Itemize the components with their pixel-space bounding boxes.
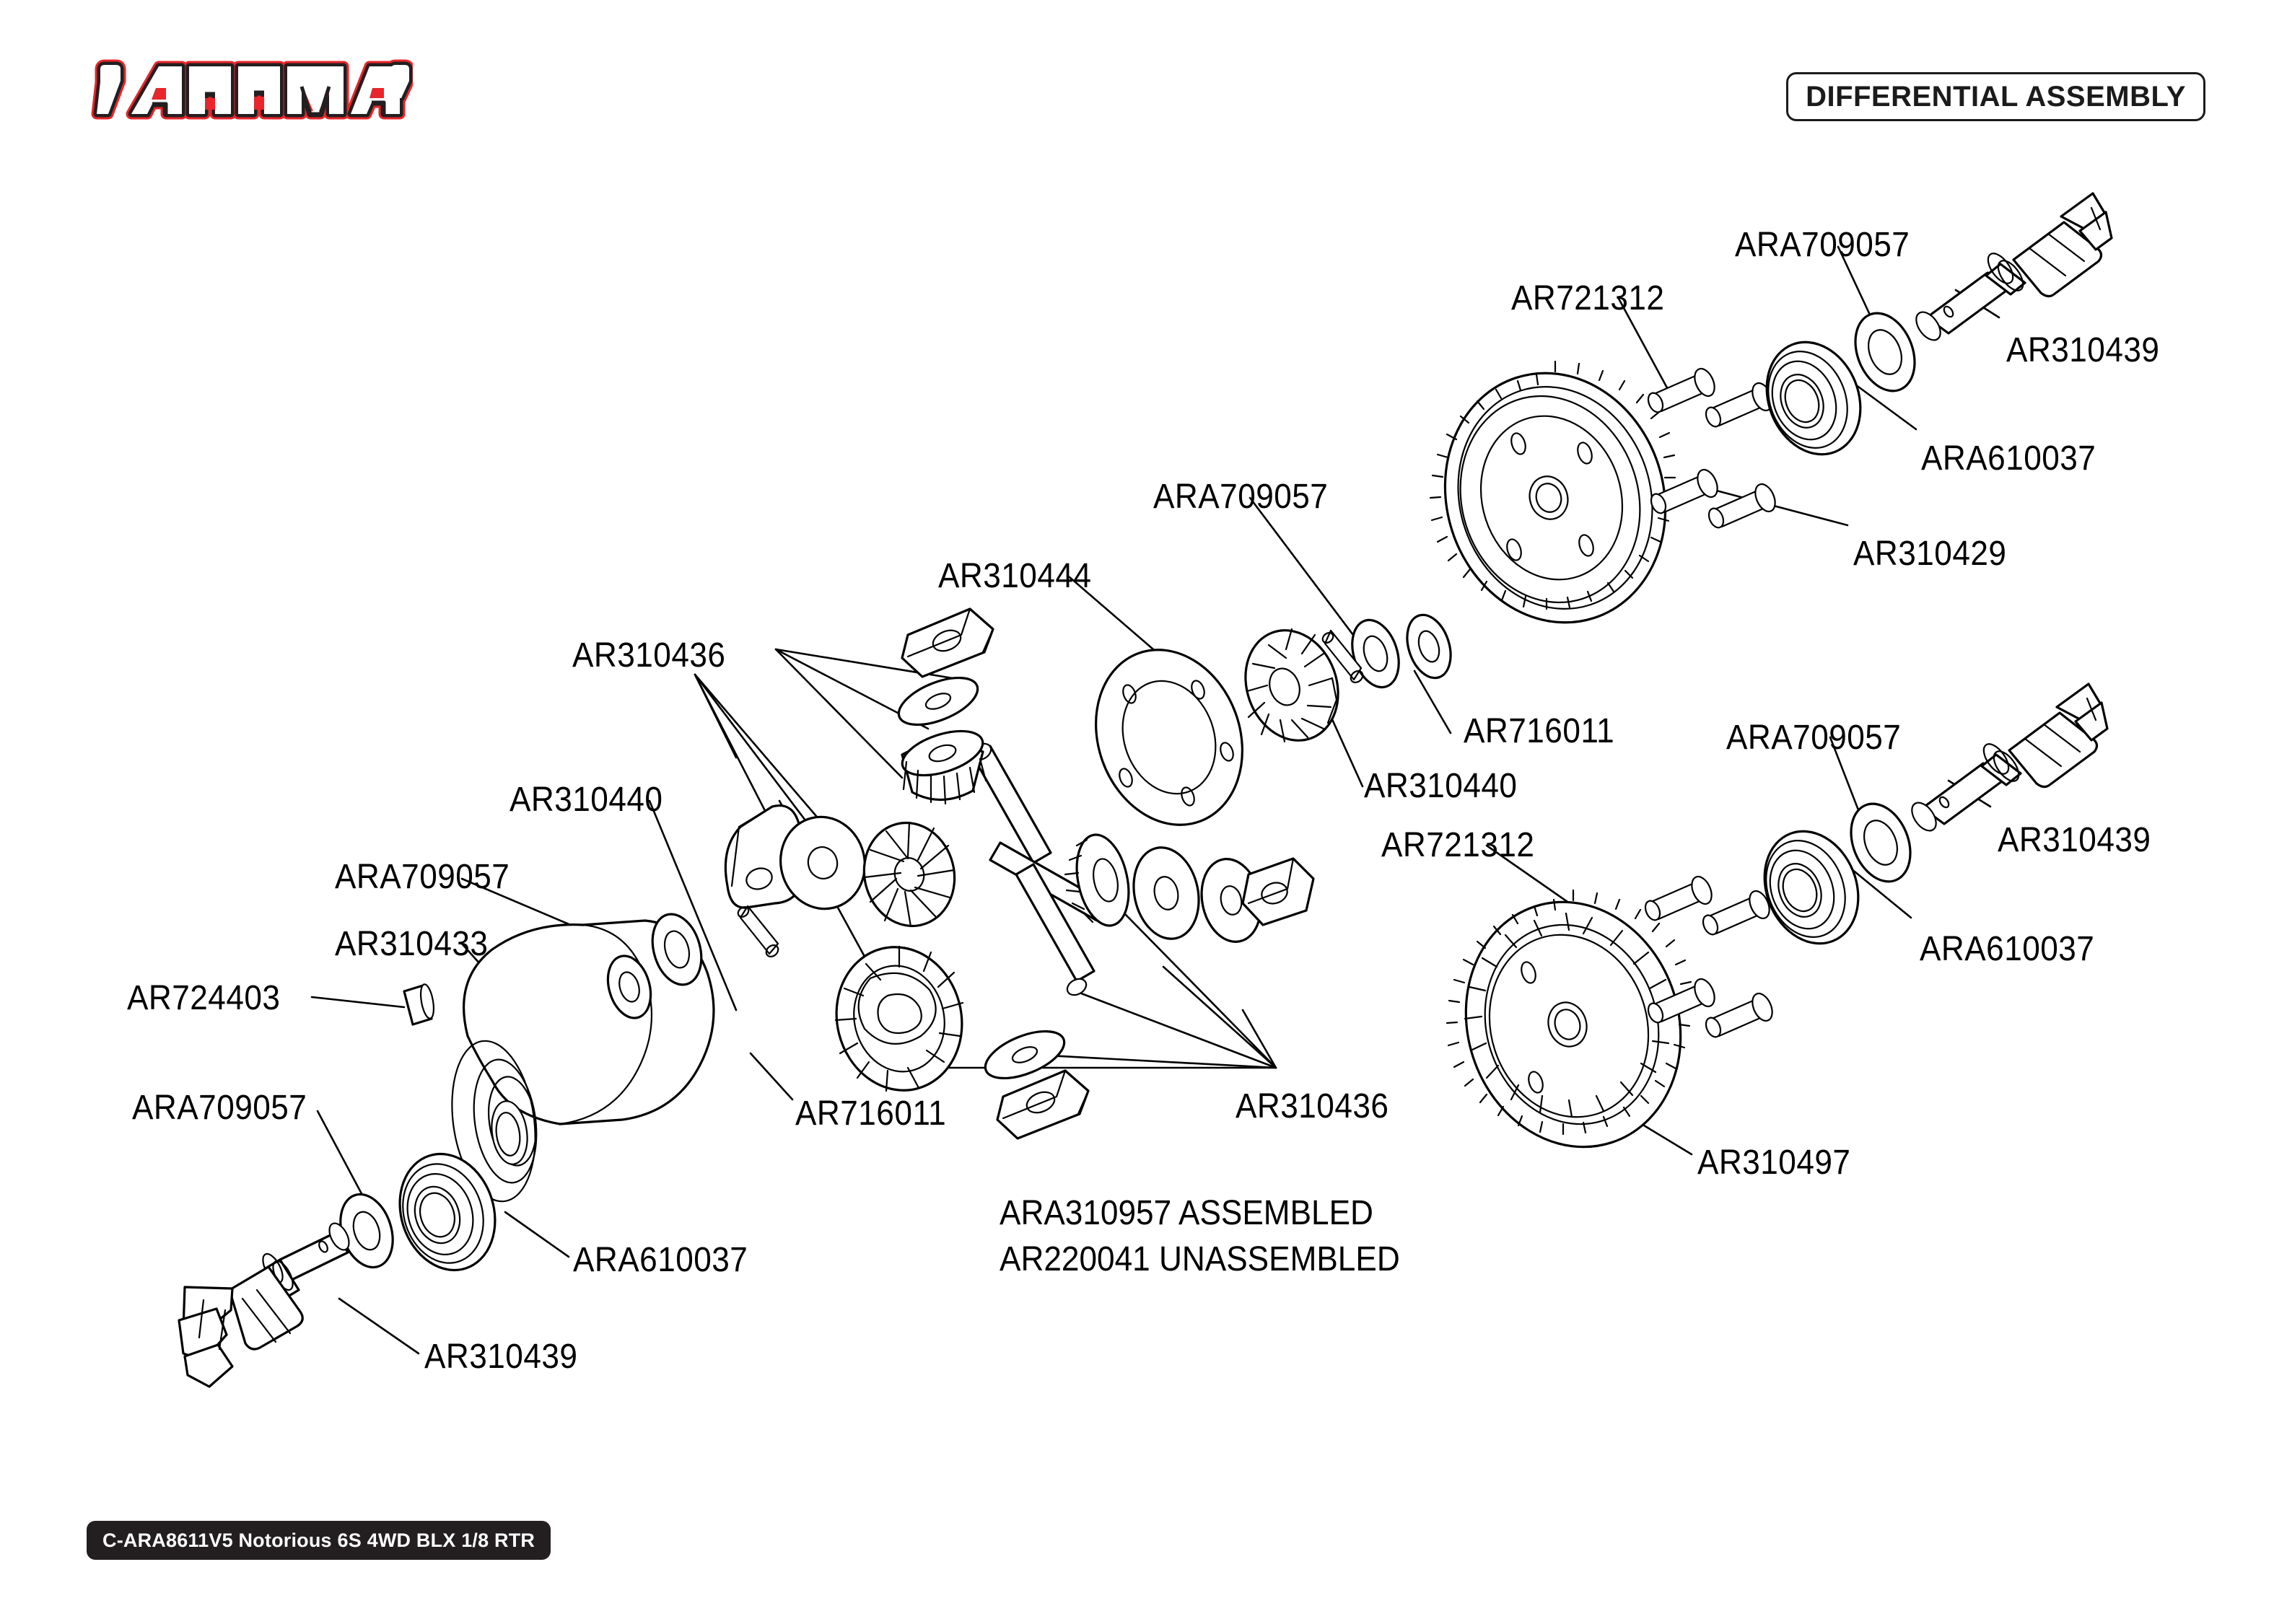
part-ar310436-bevel-gear-mid — [862, 821, 956, 928]
part-ara610037-bearing-lower — [1763, 830, 1860, 945]
part-ar310436-pinion-top — [901, 729, 987, 805]
part-ar310439-output-shaft-lower — [1911, 682, 2109, 832]
callout-label: ARA709057 — [1153, 478, 1329, 516]
callout-label: AR310439 — [424, 1338, 578, 1376]
logo-glyphs — [91, 59, 415, 120]
model-code-text: C-ARA8611V5 Notorious 6S 4WD BLX 1/8 RTR — [102, 1529, 535, 1551]
part-ar310439-output-cup-left — [178, 1222, 350, 1388]
callout-label: AR310429 — [1853, 535, 2007, 573]
callout-label: AR310436 — [572, 636, 726, 675]
callout-label: AR716011 — [1464, 712, 1615, 750]
callout-label: AR310433 — [335, 925, 489, 963]
part-ar310436-cap-top — [901, 607, 994, 678]
part-ar310436-cap-bottom — [996, 1069, 1090, 1140]
callout-label: AR310439 — [1998, 821, 2151, 859]
part-ar310497-ring-gear — [1446, 889, 1693, 1149]
callout-label: AR721312 — [1511, 279, 1665, 317]
part-ar721312-pins-lower — [1644, 875, 1773, 1038]
part-ar310429-spur-gear — [1429, 360, 1676, 624]
part-ar310439-output-shaft-upper — [1915, 192, 2113, 341]
callout-label: ARA709057 — [1735, 226, 1910, 264]
note-line-unassembled: AR220041 UNASSEMBLED — [1000, 1239, 1400, 1278]
part-ara610037-bearing-upper — [1765, 341, 1862, 456]
callout-label: ARA709057 — [335, 858, 510, 896]
callout-label: AR310444 — [938, 557, 1092, 595]
callout-label: ARA610037 — [573, 1241, 748, 1279]
callout-label: ARA709057 — [132, 1089, 307, 1127]
part-ar310436-pinion-right — [1064, 833, 1130, 927]
callout-label: ARA709057 — [1726, 719, 1902, 757]
callout-label: AR724403 — [127, 979, 281, 1017]
callout-label: ARA610037 — [1920, 930, 2095, 968]
model-code-badge: C-ARA8611V5 Notorious 6S 4WD BLX 1/8 RTR — [87, 1521, 551, 1560]
part-ar310436-bevel-gear-top — [1244, 628, 1339, 743]
part-ara709057-washer-upper — [1854, 312, 1916, 392]
part-ar310436-shim-bottom — [984, 1030, 1066, 1080]
part-ar721312-pins-upper — [1647, 367, 1776, 529]
part-ar310436-washer-mid-left — [779, 815, 866, 910]
part-ar310436-washer-right-a — [1132, 846, 1200, 940]
part-ar310436-bevel-gear-large — [834, 945, 964, 1092]
part-ar310436-cap-right — [1241, 857, 1315, 926]
part-ar716011-shim-centre — [1406, 613, 1452, 680]
part-ara610037-bearing-left — [398, 1152, 497, 1272]
callout-label: AR310497 — [1697, 1144, 1851, 1182]
part-ar310433-diff-case — [451, 919, 715, 1203]
callout-label: AR310436 — [1236, 1087, 1389, 1125]
assembly-notes: ARA310957 ASSEMBLED AR220041 UNASSEMBLED — [1000, 1190, 1435, 1283]
callout-label: AR716011 — [795, 1094, 947, 1133]
callout-label: AR310440 — [1364, 767, 1518, 805]
sheet-title-box: DIFFERENTIAL ASSEMBLY — [1786, 72, 2205, 121]
part-ara709057-washer-left-inner — [651, 913, 703, 986]
part-ar724403-key — [403, 983, 435, 1026]
arrma-logo — [81, 51, 415, 130]
callout-label: ARA610037 — [1921, 439, 2096, 478]
callout-label: AR721312 — [1381, 826, 1535, 864]
leader-lines — [310, 245, 2000, 1355]
part-ar310444-gasket-plate — [1095, 649, 1243, 826]
part-ara709057-washer-lower-right — [1850, 802, 1912, 883]
note-line-assembled: ARA310957 ASSEMBLED — [1000, 1194, 1373, 1232]
callout-label: AR310439 — [2006, 331, 2160, 369]
part-ar716011-shim-left — [606, 954, 652, 1019]
part-ar310436-washer-right-b — [1200, 858, 1262, 943]
callout-label: AR310440 — [510, 781, 663, 819]
page-title: DIFFERENTIAL ASSEMBLY — [1806, 80, 2186, 113]
part-ar310440-pin-centre — [1321, 629, 1364, 683]
part-ar310440-pin-left — [737, 905, 779, 957]
part-ar310436-shim-top — [897, 676, 979, 727]
